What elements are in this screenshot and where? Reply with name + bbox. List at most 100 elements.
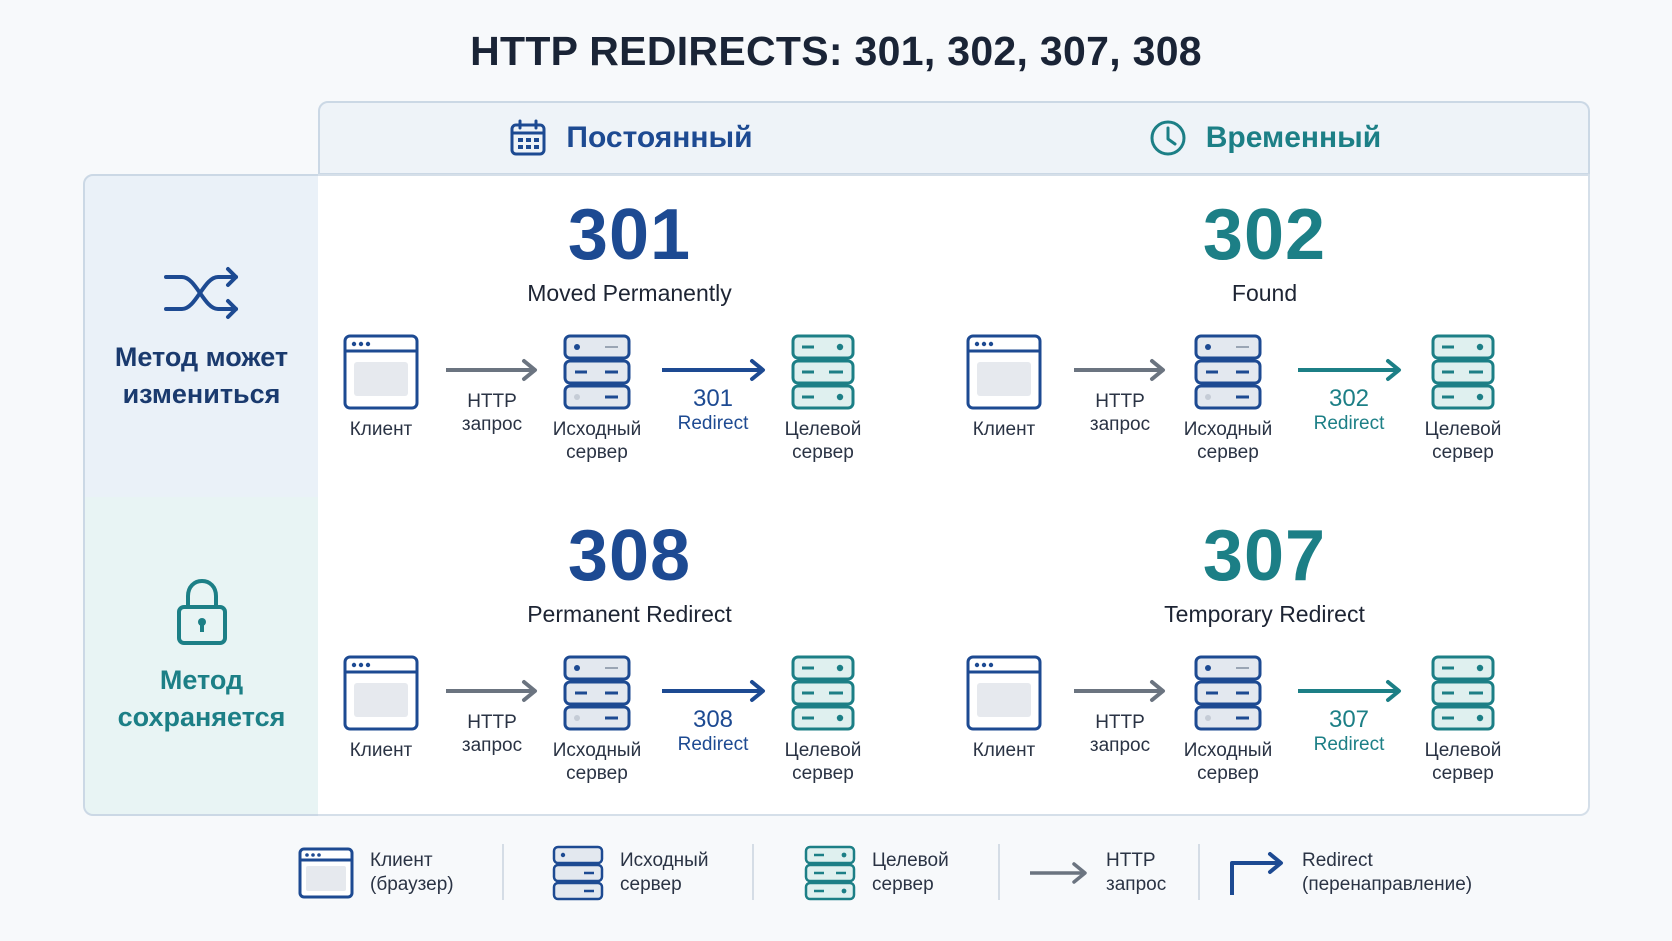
- legend-redirect: Redirect (перенаправление): [1228, 838, 1472, 908]
- status-code: 301: [567, 195, 692, 275]
- origin-label-line1: Исходный: [552, 740, 642, 761]
- request-arrow: [1072, 358, 1168, 387]
- client-node: Клиент: [949, 655, 1059, 762]
- redirect-arrow: [1296, 679, 1404, 708]
- legend-client: Клиент(браузер): [298, 838, 454, 908]
- redirect-word: Redirect: [1313, 734, 1385, 755]
- gray-arrow-icon: [1030, 862, 1087, 884]
- client-node: Клиент: [326, 655, 436, 762]
- request-label-line1: HTTP: [1095, 391, 1145, 412]
- row-label-method-keep-2: сохраняется: [117, 701, 286, 732]
- target-label-line1: Целевой: [784, 419, 862, 440]
- request-label-line2: запрос: [461, 735, 523, 756]
- row-header-method-change: Метод может измениться: [83, 174, 320, 499]
- target-server-icon: [791, 655, 855, 731]
- browser-icon: [966, 655, 1042, 731]
- request-arrow: [1072, 679, 1168, 708]
- client-node: Клиент: [949, 334, 1059, 441]
- redirect-arrow: [1296, 358, 1404, 387]
- lock-icon: [176, 578, 227, 645]
- target-label-line2: сервер: [792, 442, 854, 463]
- target-label-line1: Целевой: [784, 740, 862, 761]
- column-label-permanent: Постоянный: [566, 121, 753, 154]
- gray-arrow-icon: [1074, 359, 1165, 381]
- gray-arrow-icon: [446, 680, 537, 702]
- calendar-icon: [510, 119, 546, 156]
- client-label: Клиент: [349, 419, 413, 440]
- gray-arrow-icon: [446, 359, 537, 381]
- redirect-code: 302: [1328, 385, 1370, 412]
- row-label-method-change-1: Метод может: [114, 341, 289, 372]
- redirect-arrow-icon: [662, 680, 765, 702]
- row-label-method-change-2: измениться: [122, 378, 281, 409]
- redirect-arrow-icon: [1230, 852, 1283, 895]
- request-label-line2: запрос: [1089, 414, 1151, 435]
- shuffle-icon: [163, 266, 238, 319]
- request-label-line2: запрос: [461, 414, 523, 435]
- target-server-icon: [791, 334, 855, 410]
- origin-label-line2: сервер: [1197, 442, 1259, 463]
- request-label-line1: HTTP: [467, 391, 517, 412]
- target-server-icon: [1431, 655, 1495, 731]
- status-phrase: Temporary Redirect: [1164, 601, 1365, 627]
- legend-divider: [752, 844, 754, 900]
- column-label-temporary: Временный: [1205, 121, 1382, 154]
- redirect-arrow: [660, 358, 768, 387]
- redirect-arrow: [660, 679, 768, 708]
- legend-redirect-line1: Redirect: [1302, 850, 1373, 871]
- page-title: HTTP REDIRECTS: 301, 302, 307, 308: [470, 28, 1202, 74]
- origin-label-line1: Исходный: [1183, 419, 1273, 440]
- request-arrow: [444, 358, 540, 387]
- origin-label-line1: Исходный: [552, 419, 642, 440]
- origin-label-line1: Исходный: [1183, 740, 1273, 761]
- browser-icon: [343, 655, 419, 731]
- origin-label-line2: сервер: [566, 442, 628, 463]
- browser-icon: [966, 334, 1042, 410]
- request-label-line1: HTTP: [467, 712, 517, 733]
- origin-server-icon: [563, 655, 631, 731]
- column-header-permanent: Постоянный: [318, 101, 943, 175]
- legend-origin-line2: сервер: [620, 874, 682, 895]
- legend-redirect-line2: (перенаправление): [1302, 874, 1473, 895]
- redirect-word: Redirect: [677, 734, 749, 755]
- origin-server-icon: [552, 845, 604, 901]
- status-phrase: Permanent Redirect: [527, 601, 732, 627]
- legend-target-line2: сервер: [872, 874, 934, 895]
- status-phrase: Moved Permanently: [527, 280, 732, 306]
- legend-request-line2: запрос: [1106, 874, 1167, 895]
- legend-divider: [998, 844, 1000, 900]
- client-label: Клиент: [349, 740, 413, 761]
- redirect-word: Redirect: [1313, 413, 1385, 434]
- client-label: Клиент: [972, 740, 1036, 761]
- client-node: Клиент: [326, 334, 436, 441]
- redirect-code: 308: [692, 706, 734, 733]
- row-header-method-keep: Метод сохраняется: [83, 497, 320, 816]
- client-label: Клиент: [972, 419, 1036, 440]
- redirect-code: 301: [692, 385, 734, 412]
- origin-server-icon: [563, 334, 631, 410]
- status-phrase: Found: [1231, 280, 1298, 306]
- legend-target-line1: Целевой: [872, 850, 949, 871]
- browser-icon: [343, 334, 419, 410]
